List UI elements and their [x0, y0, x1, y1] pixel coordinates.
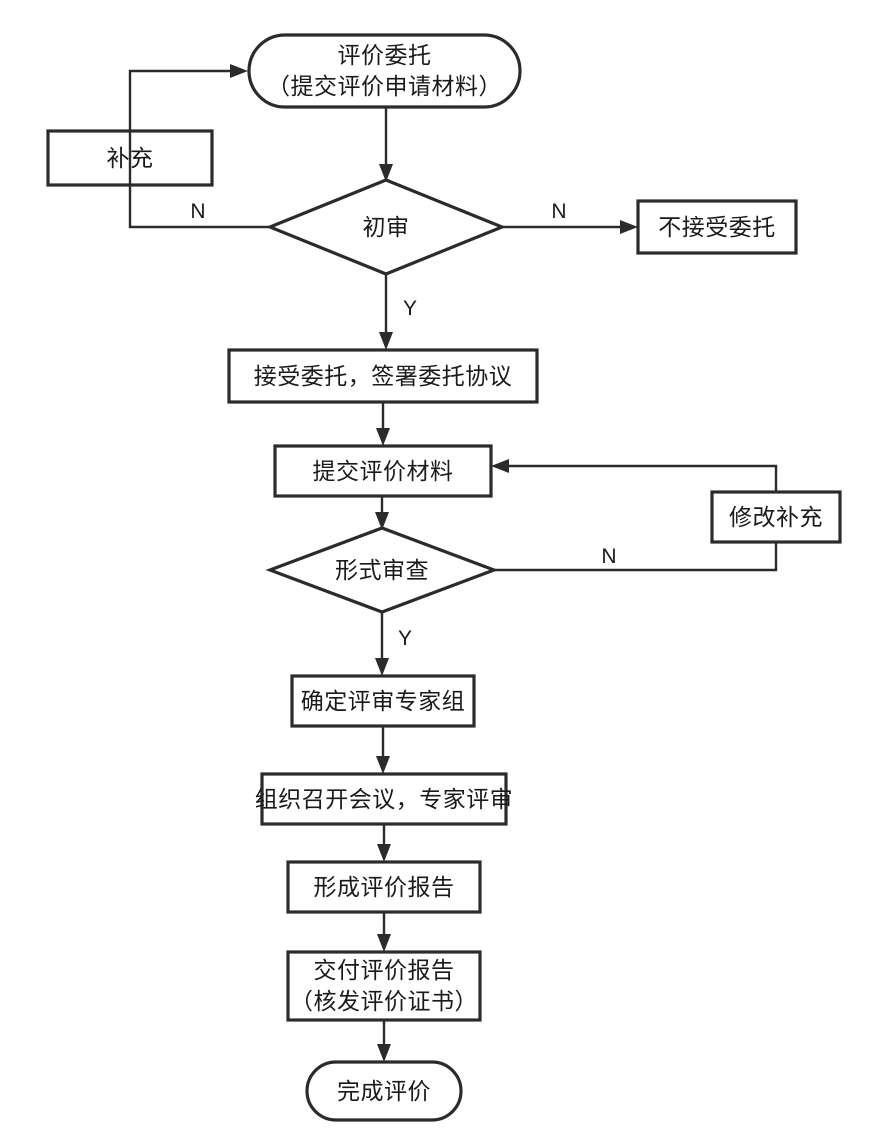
arrow-accept-to-submit: [376, 428, 390, 446]
arrow-no-left-to-start: [230, 64, 248, 78]
node-shape-first-review[interactable]: [265, 178, 507, 276]
node-shape-reject[interactable]: [636, 199, 798, 255]
arrow-report-to-deliver: [377, 934, 391, 952]
arrow-start-to-first-review: [379, 164, 393, 182]
node-shape-submit-materials[interactable]: [273, 444, 493, 498]
node-shape-accept-sign[interactable]: [227, 348, 539, 404]
node-shape-convene-meeting[interactable]: [260, 772, 508, 826]
node-shape-form-report[interactable]: [286, 860, 482, 914]
node-shape-expert-group[interactable]: [290, 674, 476, 728]
node-shape-end[interactable]: [305, 1060, 463, 1122]
arrow-yes-to-expert-group: [375, 658, 389, 676]
edge-form-check-no-loop: [494, 464, 778, 572]
node-shape-deliver-report[interactable]: [286, 950, 482, 1022]
edge-first-review-no-left: [128, 69, 270, 229]
arrow-expert-to-meeting: [376, 756, 390, 774]
arrow-deliver-to-end: [377, 1044, 391, 1062]
node-shape-revise-supplement[interactable]: [710, 490, 842, 544]
node-shape-form-check[interactable]: [265, 526, 499, 614]
arrow-submit-to-form-check: [375, 512, 389, 530]
arrow-meeting-to-report: [377, 844, 391, 862]
node-shape-start[interactable]: [247, 33, 522, 109]
arrow-revise-to-submit: [491, 459, 509, 473]
arrow-yes-to-accept: [379, 332, 393, 350]
arrow-no-right-to-reject: [620, 220, 638, 234]
